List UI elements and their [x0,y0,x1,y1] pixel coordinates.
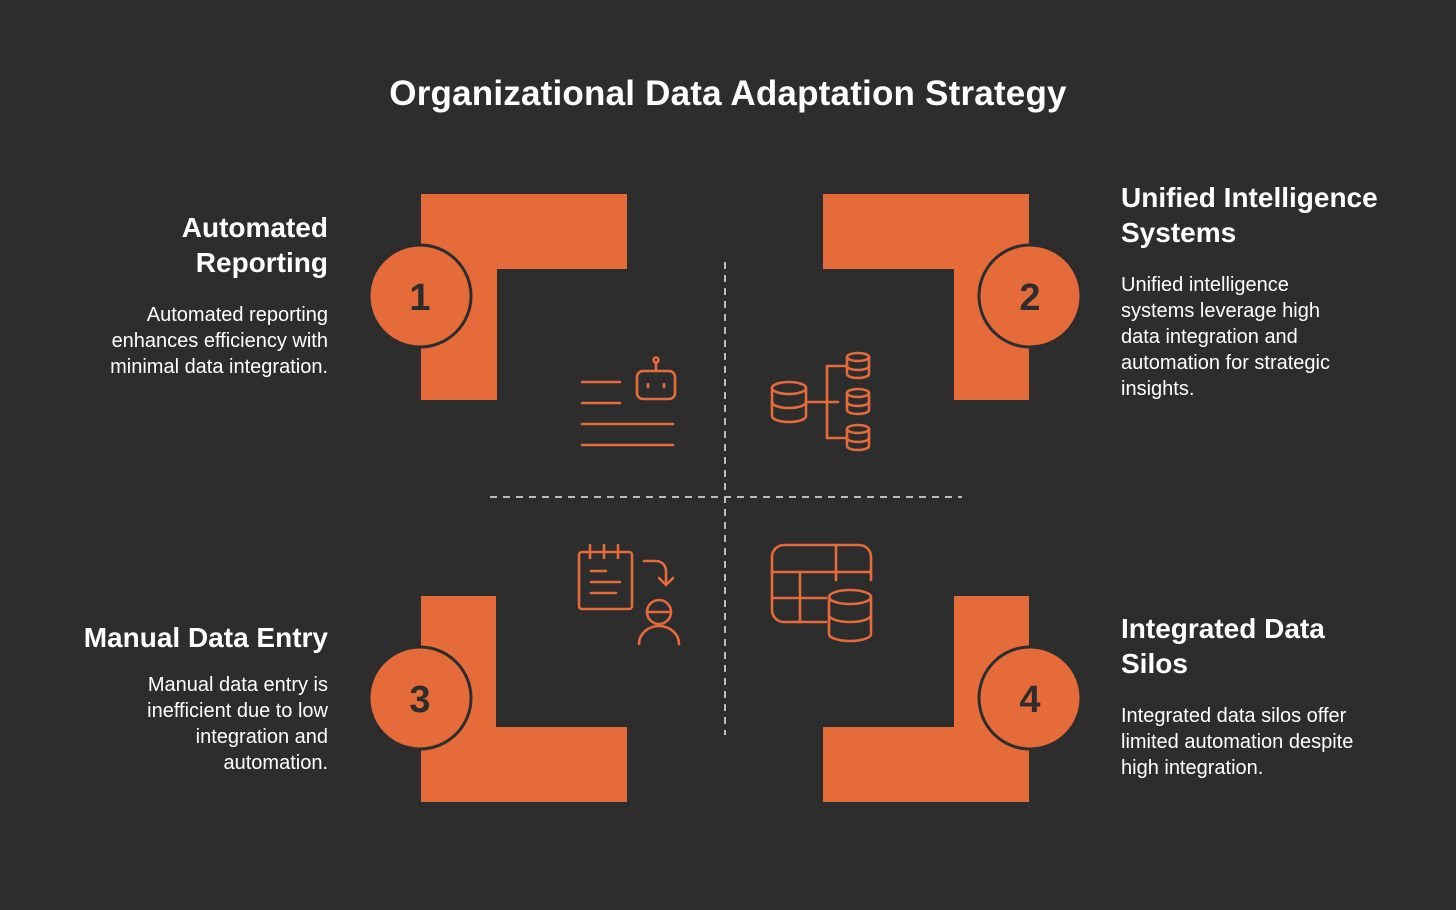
quadrant-4-heading: Integrated Data Silos [1121,611,1325,681]
quadrant-3-desc-line-3: integration and [195,726,328,748]
quadrant-4-description: Integrated data silos offer limited auto… [1121,703,1353,781]
quadrant-2-desc-line-4: automation for strategic [1121,352,1330,374]
quadrant-1-desc-line-2: enhances efficiency with [111,330,328,352]
quadrant-3-desc-line-4: automation. [223,752,328,774]
quadrant-1-desc-line-1: Automated reporting [146,304,328,326]
quadrant-4-desc-line-3: high integration. [1121,757,1264,779]
quadrant-1-heading-line-2: Reporting [195,247,328,278]
quadrant-2-desc-line-1: Unified intelligence [1121,274,1289,296]
quadrant-4-desc-line-2: limited automation despite [1121,731,1354,753]
quadrant-2-desc-line-2: systems leverage high [1121,300,1320,322]
number-1-label: 1 [409,277,430,319]
quadrant-2-heading: Unified Intelligence Systems [1121,180,1378,250]
quadrant-3-desc-line-2: inefficient due to low [147,700,328,722]
quadrant-3-desc-line-1: Manual data entry is [147,674,328,696]
number-badge-1: 1 [367,243,473,349]
quadrant-4-bracket [823,596,1029,802]
quadrant-1-desc-line-3: minimal data integration. [110,356,328,378]
quadrant-4-heading-line-2: Silos [1121,648,1188,679]
number-4-label: 4 [1019,679,1040,721]
number-3-label: 3 [409,679,430,721]
robot-report-icon [580,356,677,447]
quadrant-1-bracket [421,194,627,400]
quadrant-4-heading-line-1: Integrated Data [1121,613,1325,644]
clipboard-person-icon [577,543,681,646]
diagram-title: Organizational Data Adaptation Strategy [389,74,1067,113]
quadrant-2-bracket [823,194,1029,400]
quadrant-3-heading: Manual Data Entry [84,620,328,655]
quadrant-1-description: Automated reporting enhances efficiency … [110,302,328,380]
quadrant-3-description: Manual data entry is inefficient due to … [147,672,328,776]
quadrant-2-heading-line-2: Systems [1121,217,1237,248]
quadrant-1-heading-line-1: Automated [181,212,328,243]
quadrant-3-bracket [421,596,627,802]
quadrant-2-heading-line-1: Unified Intelligence [1121,182,1378,213]
quadrant-2-description: Unified intelligence systems leverage hi… [1121,272,1330,402]
quadrant-3-heading-line-1: Manual Data Entry [83,622,328,653]
number-2-label: 2 [1019,277,1040,319]
number-badge-2: 2 [977,243,1083,349]
quadrant-2-desc-line-3: data integration and [1121,326,1298,348]
quadrant-2-desc-line-5: insights. [1121,378,1195,400]
quadrant-1-heading: Automated Reporting [182,210,328,280]
quadrant-4-desc-line-1: Integrated data silos offer [1121,705,1347,727]
table-database-icon [770,543,873,643]
number-badge-4: 4 [977,645,1083,751]
number-badge-3: 3 [367,645,473,751]
database-network-icon [770,351,871,452]
